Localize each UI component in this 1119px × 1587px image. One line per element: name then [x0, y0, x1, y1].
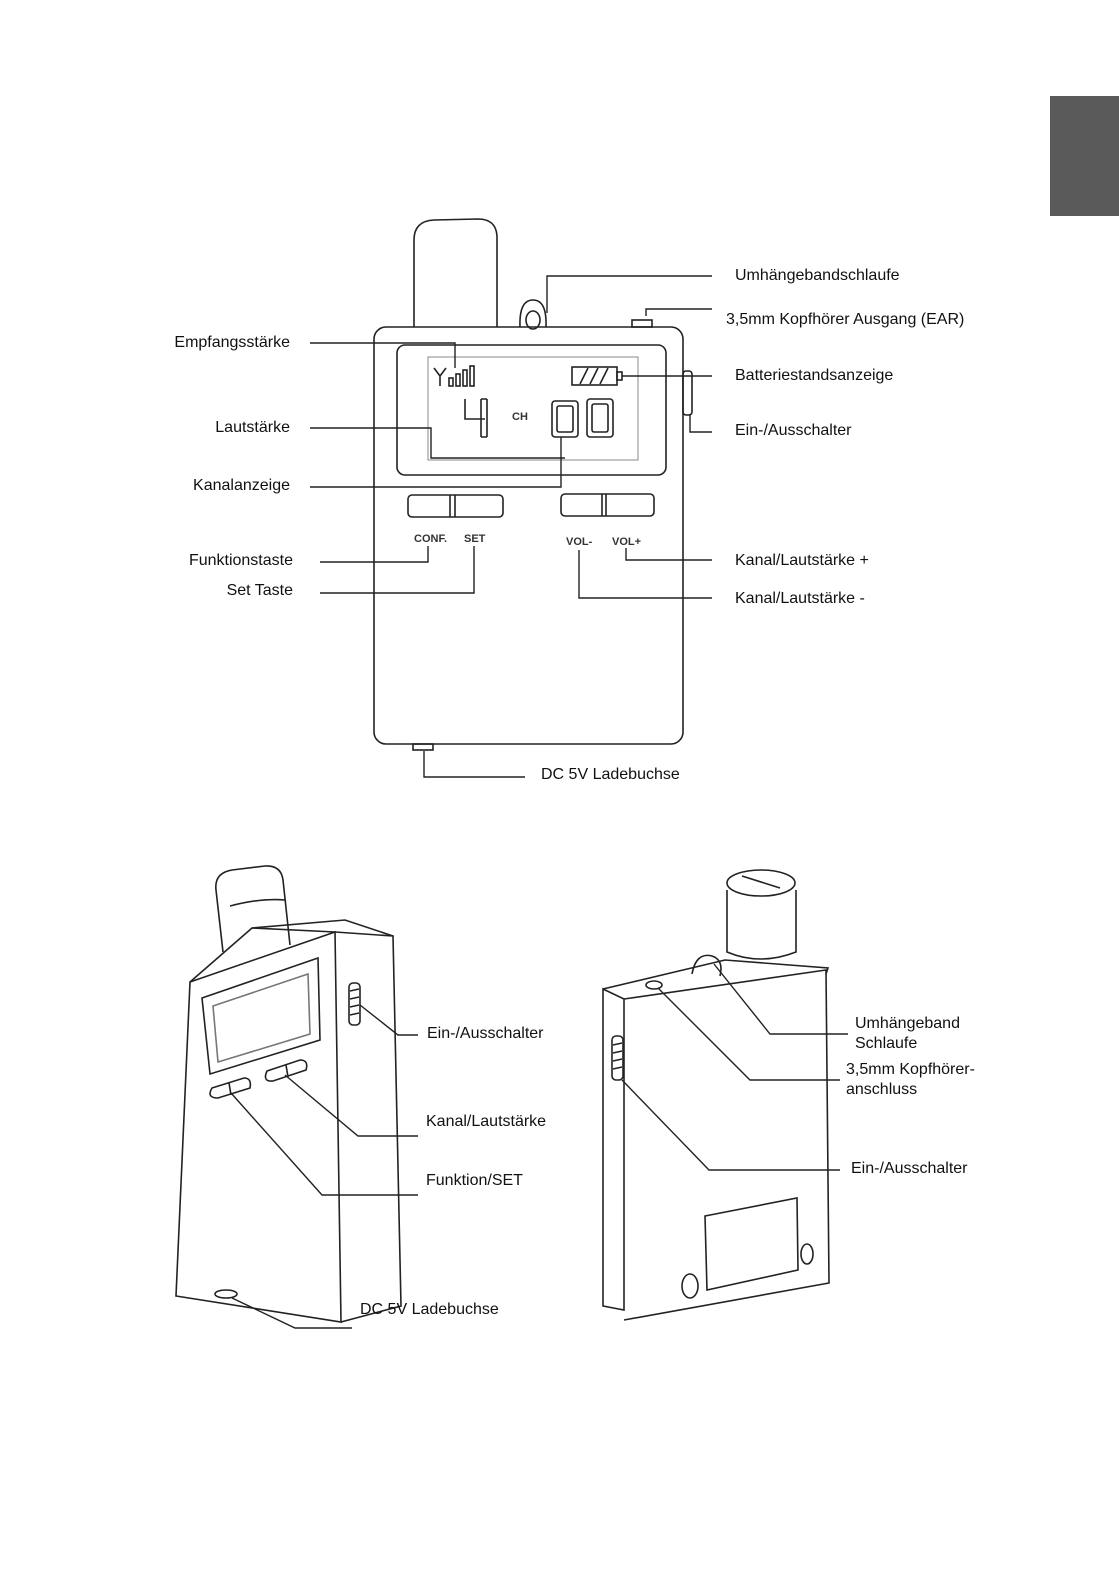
ch-text: CH — [512, 411, 528, 423]
right-label-earphone-1: 3,5mm Kopfhörer- — [846, 1061, 975, 1078]
right-body-side — [602, 987, 625, 1311]
label-power: Ein-/Ausschalter — [735, 422, 852, 439]
right-label-strap-1: Umhängeband — [855, 1015, 960, 1032]
label-volume: Lautstärke — [215, 419, 290, 436]
left-power-switch — [348, 982, 361, 1026]
left-label-power: Ein-/Ausschalter — [427, 1025, 544, 1042]
label-vol-plus: Kanal/Lautstärke + — [735, 552, 869, 569]
front-body — [373, 326, 684, 745]
front-channel-digit-2 — [586, 398, 614, 438]
right-device — [602, 869, 830, 1321]
right-strap-loop — [691, 954, 722, 977]
front-signal-icon — [433, 367, 447, 386]
label-channel-display: Kanalanzeige — [193, 477, 290, 494]
front-channel-digit-1 — [551, 400, 579, 438]
front-screen — [396, 344, 667, 476]
left-screen — [201, 956, 321, 1076]
front-device — [373, 218, 693, 751]
label-set-key: Set Taste — [226, 582, 293, 599]
right-body-front — [623, 969, 830, 1321]
conf-label: CONF. — [414, 533, 447, 545]
front-vol-buttons — [560, 493, 655, 517]
label-vol-minus: Kanal/Lautstärke - — [735, 590, 865, 607]
right-ear-jack — [645, 980, 663, 990]
front-ear-jack — [631, 319, 653, 328]
left-channel-button — [264, 1059, 308, 1082]
front-volume-digit — [464, 398, 488, 438]
right-label-earphone-2: anschluss — [846, 1081, 918, 1098]
left-device — [175, 865, 402, 1323]
left-label-channel-volume: Kanal/Lautstärke — [426, 1113, 547, 1130]
right-antenna — [726, 890, 797, 960]
label-function-key: Funktionstaste — [188, 552, 293, 569]
left-body-side — [334, 931, 402, 1323]
left-label-function-set: Funktion/SET — [426, 1172, 523, 1189]
front-charge-port — [412, 743, 434, 751]
left-function-button — [209, 1077, 252, 1099]
label-signal: Empfangsstärke — [174, 334, 290, 351]
left-charge-port — [214, 1289, 238, 1299]
front-leaders — [310, 275, 712, 778]
left-label-charging: DC 5V Ladebuchse — [360, 1301, 499, 1318]
label-charging: DC 5V Ladebuchse — [541, 766, 680, 783]
right-label-power: Ein-/Ausschalter — [851, 1160, 968, 1177]
front-antenna — [413, 218, 498, 327]
vol-plus-label: VOL+ — [612, 536, 641, 548]
right-label-plate — [704, 1197, 799, 1291]
right-power-switch — [611, 1035, 624, 1081]
set-label: SET — [464, 533, 486, 545]
front-power-switch — [682, 370, 693, 416]
label-battery: Batteriestandsanzeige — [735, 367, 894, 384]
left-leaders — [230, 1004, 418, 1329]
right-label-strap-2: Schlaufe — [855, 1035, 918, 1052]
vol-minus-label: VOL- — [566, 536, 593, 548]
front-strap-loop — [519, 299, 547, 328]
label-strap-loop: Umhängebandschlaufe — [735, 267, 900, 284]
chapter-tab — [1050, 96, 1119, 216]
right-leaders — [621, 963, 848, 1171]
left-antenna — [215, 865, 291, 953]
label-earphone: 3,5mm Kopfhörer Ausgang (EAR) — [726, 311, 965, 328]
